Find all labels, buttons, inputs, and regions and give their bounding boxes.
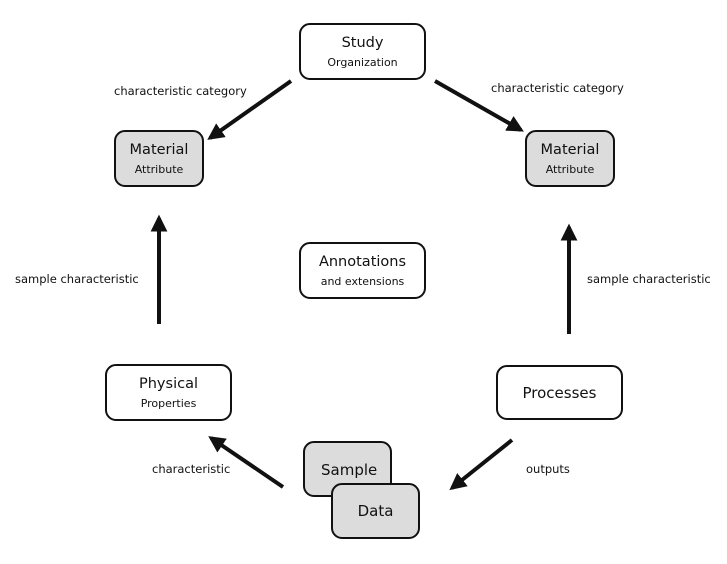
- material-right-node: Material Attribute: [525, 130, 615, 187]
- arrow-sample-to-physical: [208, 436, 285, 489]
- annotations-title: Annotations: [318, 253, 407, 270]
- data-node: Data: [331, 483, 420, 539]
- edge-label-physical-to-material-left: sample characteristic: [15, 272, 139, 286]
- data-title: Data: [357, 502, 394, 520]
- study-subtitle: Organization: [327, 55, 398, 69]
- processes-node: Processes: [496, 365, 623, 420]
- edge-label-sample-to-physical: characteristic: [152, 462, 231, 476]
- study-title: Study: [341, 34, 384, 51]
- physical-title: Physical: [139, 375, 198, 392]
- arrow-study-to-material-left: [207, 79, 293, 140]
- edge-label-processes-to-material-right: sample characteristic: [587, 272, 711, 286]
- material-left-subtitle: Attribute: [134, 162, 184, 176]
- physical-node: Physical Properties: [105, 364, 232, 421]
- arrow-study-to-material-right: [434, 79, 524, 132]
- edge-label-study-to-material-right: characteristic category: [491, 81, 624, 95]
- edge-label-study-to-material-left: characteristic category: [114, 84, 247, 98]
- physical-subtitle: Properties: [140, 396, 197, 410]
- material-left-node: Material Attribute: [114, 130, 204, 187]
- edge-label-processes-to-data: outputs: [526, 462, 570, 476]
- sample-title: Sample: [321, 461, 378, 479]
- arrow-processes-to-data: [449, 438, 514, 491]
- study-node: Study Organization: [299, 23, 426, 80]
- material-right-title: Material: [540, 141, 600, 158]
- annotations-node: Annotations and extensions: [299, 242, 426, 299]
- material-right-subtitle: Attribute: [545, 162, 595, 176]
- annotations-subtitle: and extensions: [320, 274, 405, 288]
- material-left-title: Material: [129, 141, 189, 158]
- processes-title: Processes: [522, 383, 597, 402]
